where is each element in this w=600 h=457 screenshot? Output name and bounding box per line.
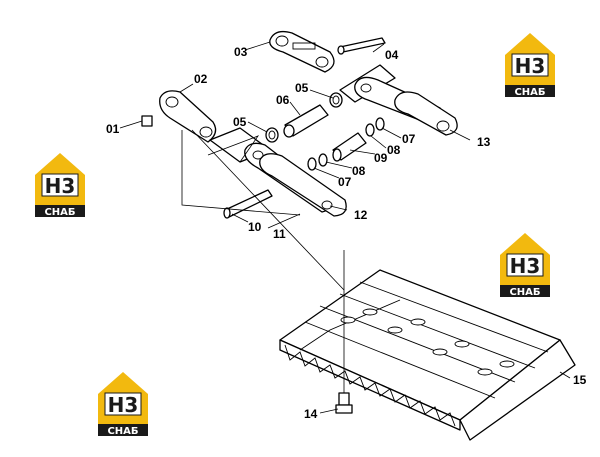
logo-caption: СНАБ [509,287,540,298]
link-pair-13 [339,64,458,136]
callout-04: 04 [385,48,399,62]
callout-08-b: 08 [387,143,401,157]
callout-13: 13 [477,135,491,149]
callout-08-a: 08 [352,164,366,178]
logo-plate [104,392,142,416]
logo-letters: H3 [510,254,541,278]
bolt-holes [340,308,515,376]
house-logo-icon: H3 СНАБ [35,153,85,218]
bushing-06 [283,104,329,138]
link-03 [269,30,335,73]
callout-01: 01 [106,122,120,136]
logo-plate [41,173,79,197]
house-logo-icon: H3 СНАБ [98,372,148,437]
callout-14: 14 [304,407,318,421]
assembly-lines [181,129,345,291]
callout-15: 15 [573,373,587,387]
logo-caption: СНАБ [514,87,545,98]
callout-10: 10 [248,220,262,234]
seal-08-b [365,123,375,137]
callout-09: 09 [374,151,388,165]
callout-11: 11 [273,227,286,241]
logo-caption: СНАБ [44,207,75,218]
callout-05-a: 05 [295,81,309,95]
logo-caption-bar [35,205,85,217]
link-pair-12 [209,127,347,217]
spacer-05-b [265,127,279,143]
logo-letters: H3 [515,54,546,78]
seal-07-b [375,117,385,131]
logo-plate [511,53,549,77]
logo-letters: H3 [108,393,139,417]
callout-06: 06 [276,93,290,107]
seal-08-a [318,153,328,167]
logo-plate [506,253,544,277]
logo-caption-bar [505,85,555,97]
callout-05-b: 05 [233,115,247,129]
track-shoe-assembly [279,269,576,441]
callout-12: 12 [354,208,368,222]
track-bolt [335,250,353,414]
callout-07-a: 07 [338,175,352,189]
callout-labels: 01 02 03 04 05 06 05 07 08 09 08 07 10 1… [106,45,587,421]
link-left-02 [141,90,217,143]
bushing-09 [332,132,367,162]
house-logo-icon: H3 СНАБ [500,233,550,298]
leader-lines [119,41,571,414]
callout-07-b: 07 [402,132,416,146]
seal-07-a [307,157,317,171]
house-logo-icon: H3 СНАБ [505,33,555,98]
callout-03: 03 [234,45,248,59]
callout-02: 02 [194,72,208,86]
logo-caption-bar [500,285,550,297]
logo-caption-bar [98,424,148,436]
pin-04 [337,37,386,55]
spacer-05-a [329,92,343,108]
logo-letters: H3 [45,174,76,198]
logo-caption: СНАБ [107,426,138,437]
grouser-teeth [284,344,456,427]
pin-10 [223,189,273,219]
